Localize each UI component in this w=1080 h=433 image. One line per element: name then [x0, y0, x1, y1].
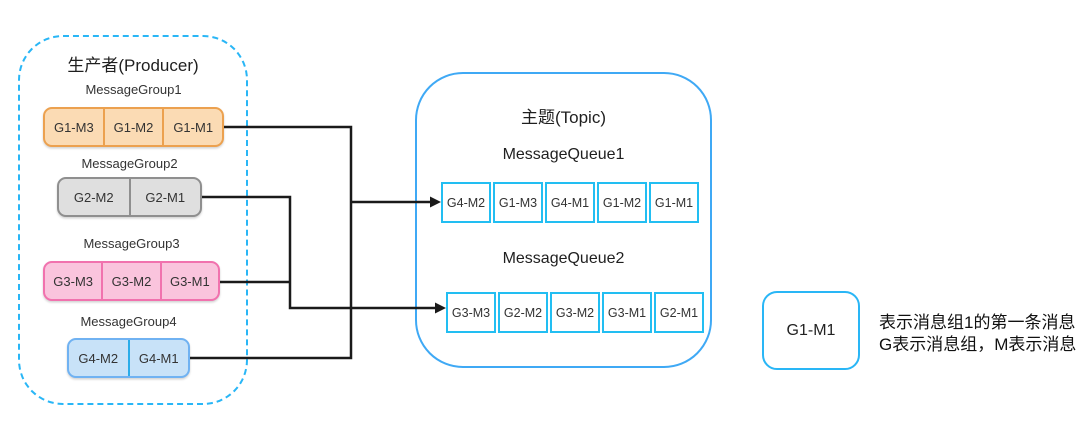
message-group2-box: G2-M2 G2-M1: [57, 177, 202, 217]
queue2-cell: G2-M1: [654, 292, 704, 333]
queue2-cell: G3-M1: [602, 292, 652, 333]
legend-description-line1: 表示消息组1的第一条消息: [879, 313, 1076, 332]
queue2-cell: G3-M3: [446, 292, 496, 333]
message-group1-box: G1-M3 G1-M2 G1-M1: [43, 107, 224, 147]
producer-title: 生产者(Producer): [67, 56, 199, 75]
message-group3-box: G3-M3 G3-M2 G3-M1: [43, 261, 220, 301]
topic-title: 主题(Topic): [520, 108, 606, 127]
message-group4-box: G4-M2 G4-M1: [67, 338, 190, 378]
queue2-cell: G2-M2: [498, 292, 548, 333]
group4-cell: G4-M1: [127, 340, 189, 376]
group2-cell: G2-M1: [128, 179, 201, 215]
queue1-cell: G1-M3: [493, 182, 543, 223]
group1-cell: G1-M3: [53, 119, 94, 135]
queue1-cell: G1-M2: [597, 182, 647, 223]
group1-cell: G1-M2: [102, 109, 163, 145]
message-group3-label: MessageGroup3: [83, 236, 180, 251]
message-queue2-label: MessageQueue2: [502, 250, 625, 267]
group3-cell: G3-M1: [159, 263, 218, 299]
group2-cell: G2-M2: [73, 189, 114, 205]
legend-description: 表示消息组1的第一条消息 G表示消息组，M表示消息: [879, 312, 1080, 356]
queue1-cell: G4-M1: [545, 182, 595, 223]
message-queue1-row: G4-M2 G1-M3 G4-M1 G1-M2 G1-M1: [441, 182, 699, 223]
group3-cell: G3-M2: [101, 263, 159, 299]
message-queue2-row: G3-M3 G2-M2 G3-M2 G3-M1 G2-M1: [446, 292, 704, 333]
group4-cell: G4-M2: [78, 350, 119, 366]
queue1-cell: G4-M2: [441, 182, 491, 223]
legend-description-line2: G表示消息组，M表示消息: [879, 335, 1077, 354]
group3-cell: G3-M3: [53, 273, 94, 289]
message-group2-label: MessageGroup2: [81, 156, 178, 171]
group1-cell: G1-M1: [162, 109, 222, 145]
legend-sample-box: G1-M1: [762, 291, 860, 370]
queue1-cell: G1-M1: [649, 182, 699, 223]
message-queue1-label: MessageQueue1: [502, 146, 625, 163]
queue2-cell: G3-M2: [550, 292, 600, 333]
message-group1-label: MessageGroup1: [85, 82, 182, 97]
message-group4-label: MessageGroup4: [80, 314, 177, 329]
